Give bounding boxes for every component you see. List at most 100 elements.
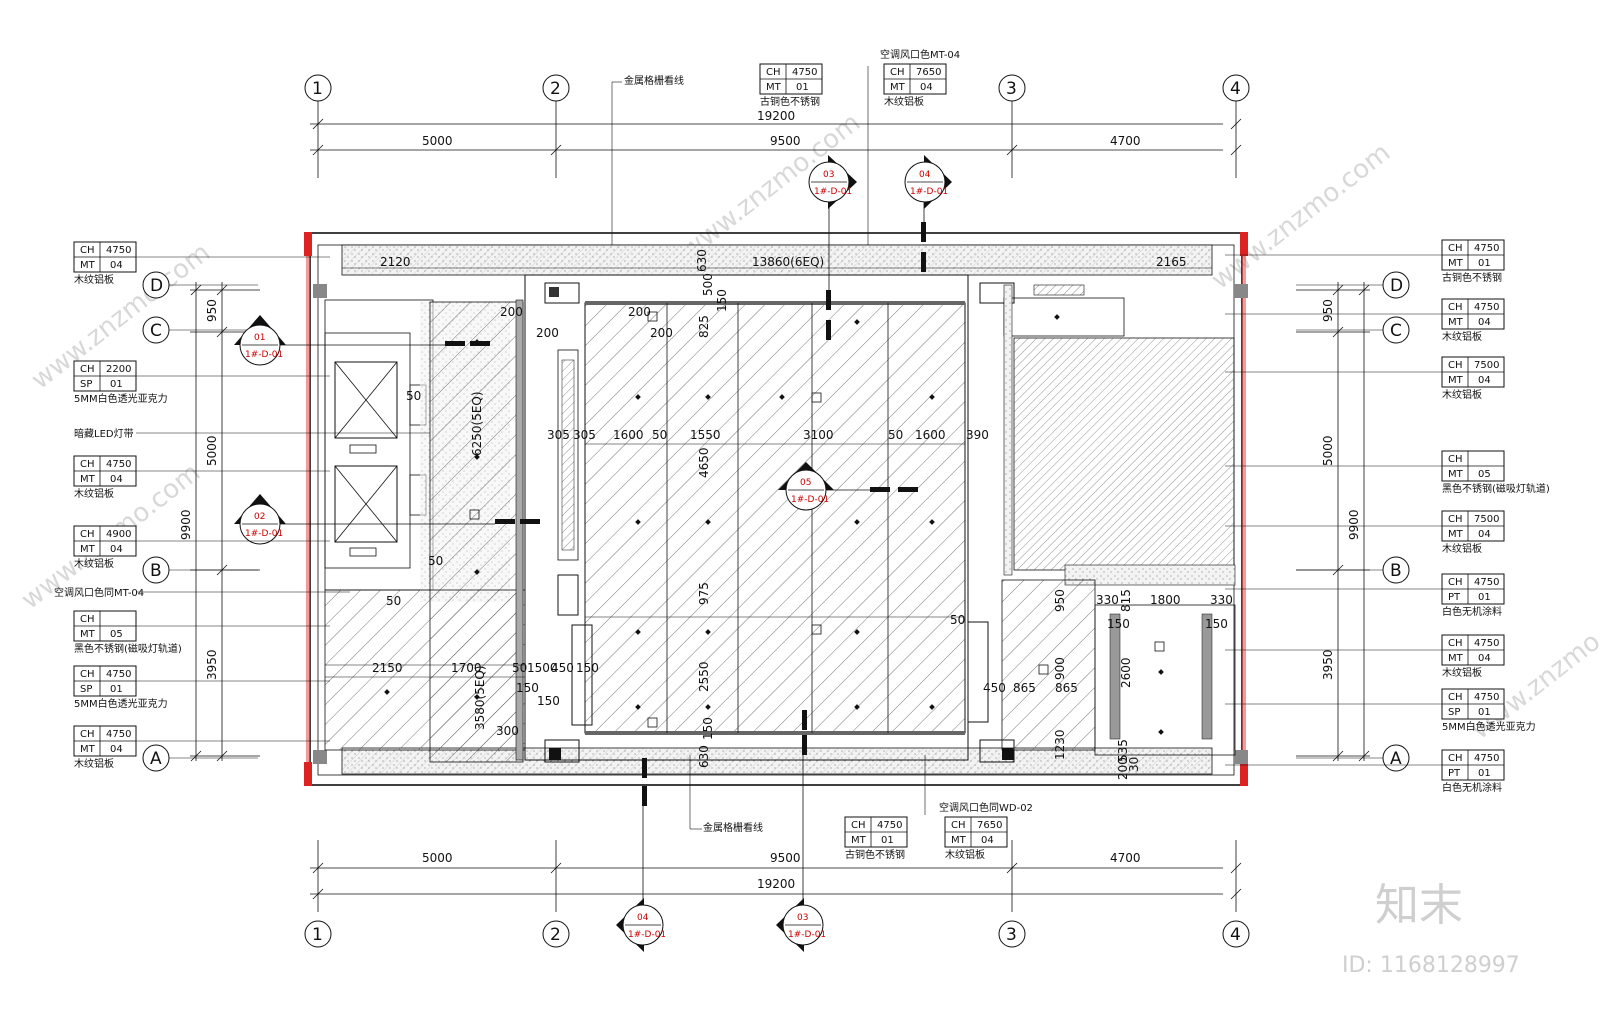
tag-note: 5MM白色透光亚克力 <box>74 392 168 405</box>
tag-num: 04 <box>110 744 123 755</box>
section-marker-03-top: 03 1#-D-01 <box>808 155 857 290</box>
svg-text:630: 630 <box>695 249 709 272</box>
section-cut-lines <box>445 222 926 806</box>
tag-ch-value: 4750 <box>106 459 131 470</box>
dim-bottom-overall: 19200 <box>757 877 795 891</box>
right-lower-room <box>1001 579 1236 756</box>
grid-label-col-3: 3 <box>1006 79 1017 99</box>
tag-code: MT <box>1448 653 1464 664</box>
note-top-grille: 金属格栅看线 <box>624 74 684 87</box>
tag-note: 白色无机涂料 <box>1442 781 1502 794</box>
dim-bottom-seg-1: 5000 <box>422 851 453 865</box>
grid-bubbles <box>142 74 1410 948</box>
grid-label-row-d: D <box>1390 276 1403 296</box>
tag-ch-value: 4750 <box>1474 243 1499 254</box>
svg-text:200: 200 <box>536 326 559 340</box>
tag-num: 04 <box>110 260 123 271</box>
svg-text:1230: 1230 <box>1053 729 1067 760</box>
section-03-id: 03 <box>823 170 834 180</box>
dim-top-seg-1: 5000 <box>422 134 453 148</box>
dim-left-seg-2: 5000 <box>205 435 219 466</box>
tag-code: MT <box>1448 469 1464 480</box>
tag-note: 黑色不锈钢(磁吸灯轨道) <box>74 642 182 655</box>
tag-code: MT <box>1448 317 1464 328</box>
dim-top-overall: 19200 <box>757 109 795 123</box>
tag-code: SP <box>1448 707 1460 718</box>
tag-code: MT <box>951 835 967 846</box>
tag-code: MT <box>1448 529 1464 540</box>
section-04-id: 04 <box>919 170 931 180</box>
dim-bottom-seg-3: 4700 <box>1110 851 1141 865</box>
grid-label-row-b: B <box>150 561 162 581</box>
tag-ch-value: 4750 <box>792 67 817 78</box>
section-03b-ref: 1#-D-01 <box>788 930 826 940</box>
column-red <box>1240 232 1248 256</box>
section-01-id: 01 <box>254 333 265 343</box>
svg-text:200: 200 <box>650 326 673 340</box>
tag-num: 04 <box>920 82 933 93</box>
tag-ch-label: CH <box>766 67 781 78</box>
tag-ch-value: 4750 <box>877 820 902 831</box>
tag-ch-value: 7650 <box>977 820 1002 831</box>
tag-ch-label: CH <box>890 67 905 78</box>
svg-text:3100: 3100 <box>803 428 834 442</box>
right-upper-room <box>1003 284 1236 586</box>
dim-top-seg-3: 4700 <box>1110 134 1141 148</box>
tag-note: 黑色不锈钢(磁吸灯轨道) <box>1442 482 1550 495</box>
svg-text:50: 50 <box>428 554 443 568</box>
section-02-id: 02 <box>254 512 265 522</box>
section-marker-01: 01 1#-D-01 <box>234 315 445 366</box>
dim-top-mid-strip: 13860(6EQ) <box>752 255 824 269</box>
svg-text:1550: 1550 <box>690 428 721 442</box>
tag-ch-value: 7500 <box>1474 514 1499 525</box>
svg-text:815: 815 <box>1119 589 1133 612</box>
tag-note: 木纹铝板 <box>1442 388 1482 401</box>
tag-ch-label: CH <box>80 245 95 256</box>
tag-ch-label: CH <box>1448 577 1463 588</box>
tag-ch-label: CH <box>1448 753 1463 764</box>
tag-num: 04 <box>1478 653 1491 664</box>
tag-ch-label: CH <box>851 820 866 831</box>
svg-text:150: 150 <box>701 717 715 740</box>
tag-ch-value: 4750 <box>1474 577 1499 588</box>
svg-text:865: 865 <box>1013 681 1036 695</box>
section-03-ref: 1#-D-01 <box>814 187 852 197</box>
svg-text:150: 150 <box>537 694 560 708</box>
tag-ch-label: CH <box>80 529 95 540</box>
tag-num: 04 <box>981 835 994 846</box>
tag-num: 01 <box>110 379 123 390</box>
column <box>1234 284 1248 298</box>
top-dimensions <box>310 96 1242 178</box>
tag-num: 01 <box>110 684 123 695</box>
grid-label-col-1: 1 <box>312 79 323 99</box>
grid-label-col-2: 2 <box>550 925 561 945</box>
svg-text:330: 330 <box>1210 593 1233 607</box>
tag-code: SP <box>80 379 92 390</box>
svg-text:535: 535 <box>1116 739 1130 762</box>
section-02-ref: 1#-D-01 <box>245 529 283 539</box>
tag-ch-value: 4750 <box>106 729 131 740</box>
tag-ch-value: 7650 <box>916 67 941 78</box>
svg-text:1500: 1500 <box>527 661 558 675</box>
section-03b-id: 03 <box>797 913 808 923</box>
svg-text:150: 150 <box>1205 617 1228 631</box>
grid-label-col-3: 3 <box>1006 925 1017 945</box>
note-bottom-grille: 金属格栅看线 <box>703 821 763 834</box>
tag-ch-label: CH <box>1448 302 1463 313</box>
grid-label-row-c: C <box>1390 321 1402 341</box>
svg-text:50: 50 <box>512 661 527 675</box>
tag-ch-label: CH <box>80 729 95 740</box>
grid-label-row-c: C <box>150 321 162 341</box>
tag-ch-value: 4750 <box>1474 692 1499 703</box>
svg-text:1700: 1700 <box>451 661 482 675</box>
